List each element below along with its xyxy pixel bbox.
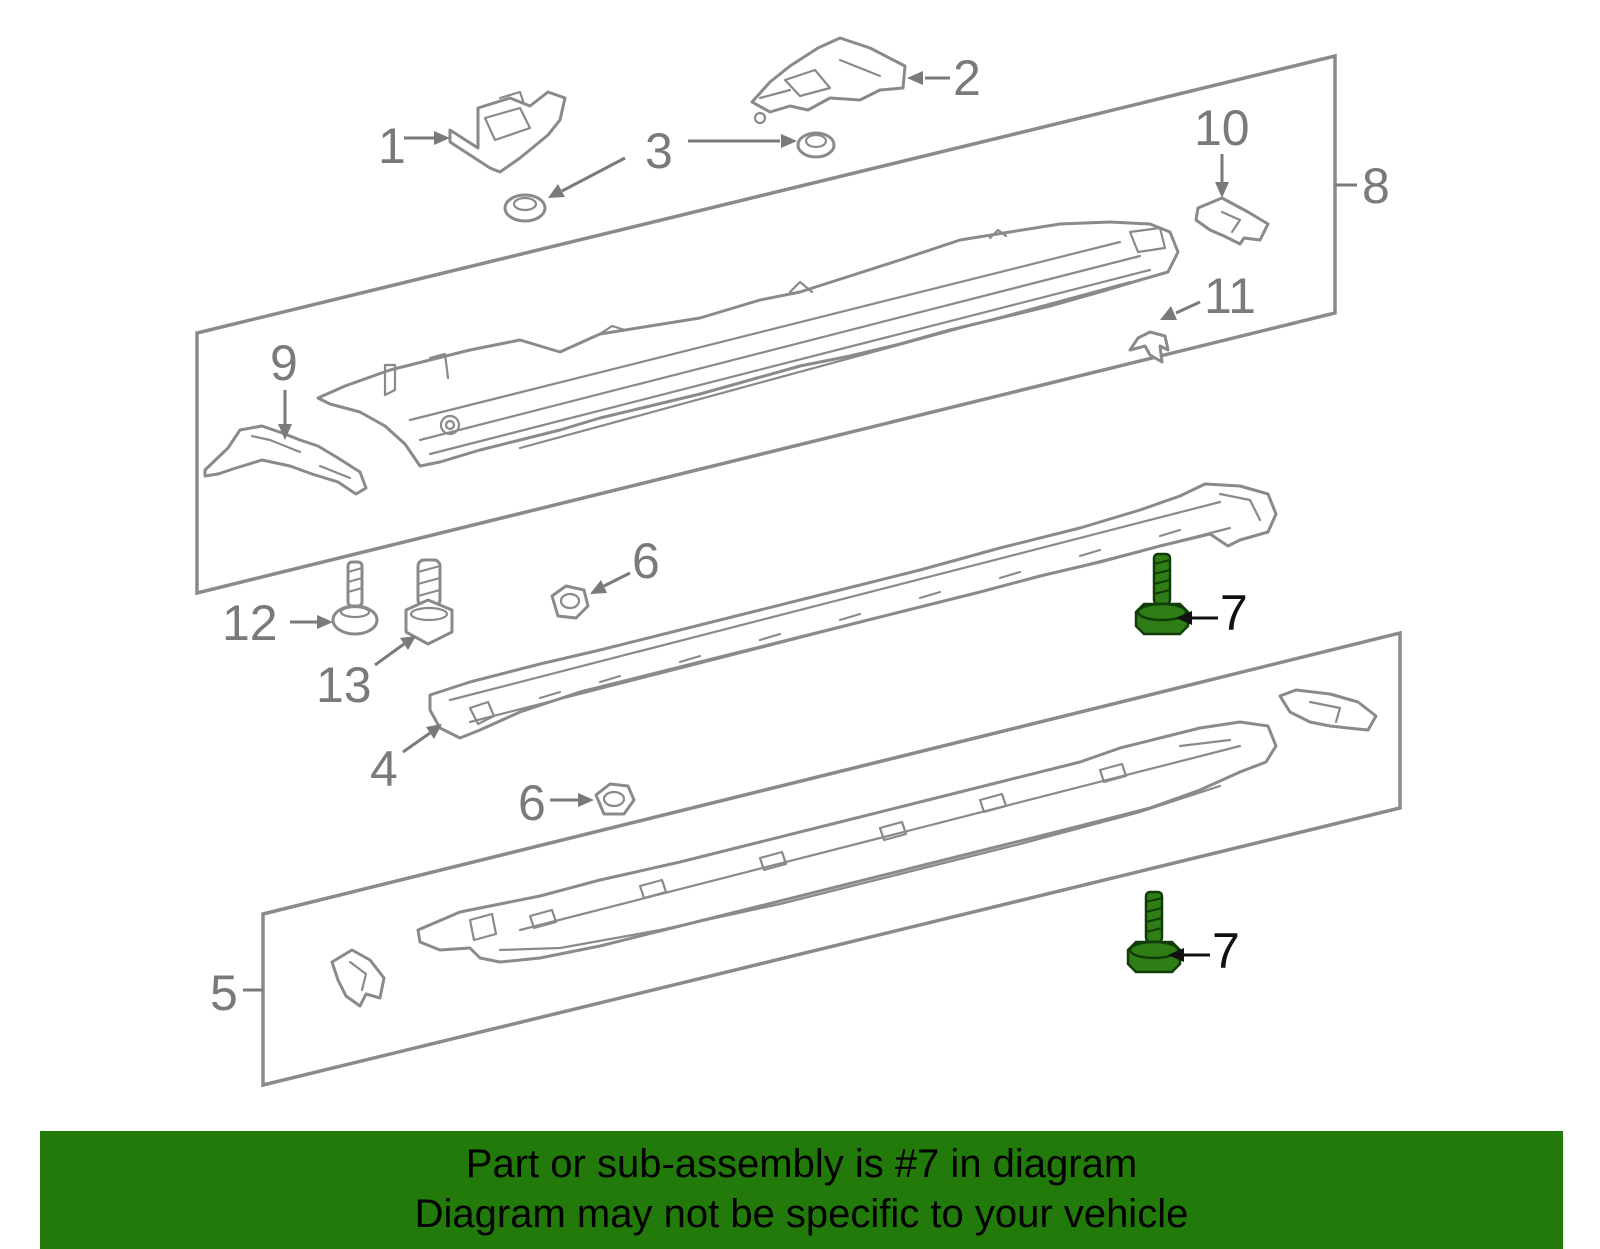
callout-7b-arrowhead: [1168, 948, 1184, 962]
callout-11: 11: [1204, 268, 1256, 324]
callout-10-arrowhead: [1215, 182, 1229, 198]
callout-13-leader: [374, 642, 405, 667]
callout-6b: 6: [518, 775, 546, 831]
callout-1: 1: [378, 118, 406, 174]
part-3-grommet-lower: [503, 193, 547, 223]
part-6-nut-upper: [550, 584, 590, 620]
callout-11-leader: [1175, 300, 1201, 315]
callout-2: 2: [953, 50, 981, 106]
part-12-bolt: [331, 560, 379, 636]
callout-3-arrowhead-a: [781, 134, 797, 148]
callout-12-arrowhead: [317, 615, 333, 629]
callout-7b: 7: [1212, 923, 1240, 979]
part-13-bolt: [404, 558, 454, 646]
callout-9: 9: [270, 335, 298, 391]
part-2-bracket: [750, 36, 907, 125]
callout-6a-arrowhead: [590, 580, 607, 594]
part-5-front-clip: [330, 948, 386, 1008]
banner-line-disclaimer: Diagram may not be specific to your vehi…: [414, 1192, 1189, 1236]
part-5-rear-clip: [1278, 688, 1378, 732]
callout-9-arrowhead: [278, 424, 292, 440]
callout-6b-arrowhead: [578, 793, 594, 807]
part-7-bolt-lower: [1126, 890, 1182, 974]
banner-line-part: Part or sub-assembly is #7 in diagram: [465, 1142, 1138, 1186]
callout-3-leader-b: [561, 156, 626, 193]
callout-4-leader: [402, 731, 431, 754]
callout-2-arrowhead: [907, 71, 923, 85]
part-5-rocker-cover: [416, 720, 1278, 964]
part-7-bolt-upper: [1134, 552, 1190, 636]
info-banner: Part or sub-assembly is #7 in diagram Di…: [40, 1131, 1563, 1249]
callout-8: 8: [1362, 158, 1390, 214]
upper-rocker-rail: [316, 220, 1180, 468]
part-1-bracket: [448, 90, 567, 174]
callout-6a: 6: [632, 533, 660, 589]
callout-7a-arrowhead: [1176, 611, 1192, 625]
callout-4-arrowhead: [426, 724, 442, 739]
part-6-nut-lower: [594, 782, 636, 816]
callout-13-arrowhead: [400, 636, 416, 650]
part-3-grommet-upper: [796, 131, 836, 159]
callout-7a: 7: [1220, 585, 1248, 641]
callout-10: 10: [1194, 100, 1250, 156]
part-10-clip: [1194, 196, 1270, 246]
callout-6a-leader: [603, 571, 631, 588]
callout-4: 4: [370, 741, 398, 797]
part-9-end-cap: [203, 424, 368, 496]
callout-3: 3: [645, 123, 673, 179]
part-11-clip: [1128, 330, 1170, 364]
callout-3-arrowhead-b: [548, 184, 565, 198]
part-4-rail: [428, 482, 1278, 740]
callout-11-arrowhead: [1160, 306, 1177, 320]
callout-1-arrowhead: [434, 131, 450, 145]
callout-12: 12: [222, 595, 278, 651]
callout-5: 5: [210, 965, 238, 1021]
callout-13: 13: [316, 657, 372, 713]
